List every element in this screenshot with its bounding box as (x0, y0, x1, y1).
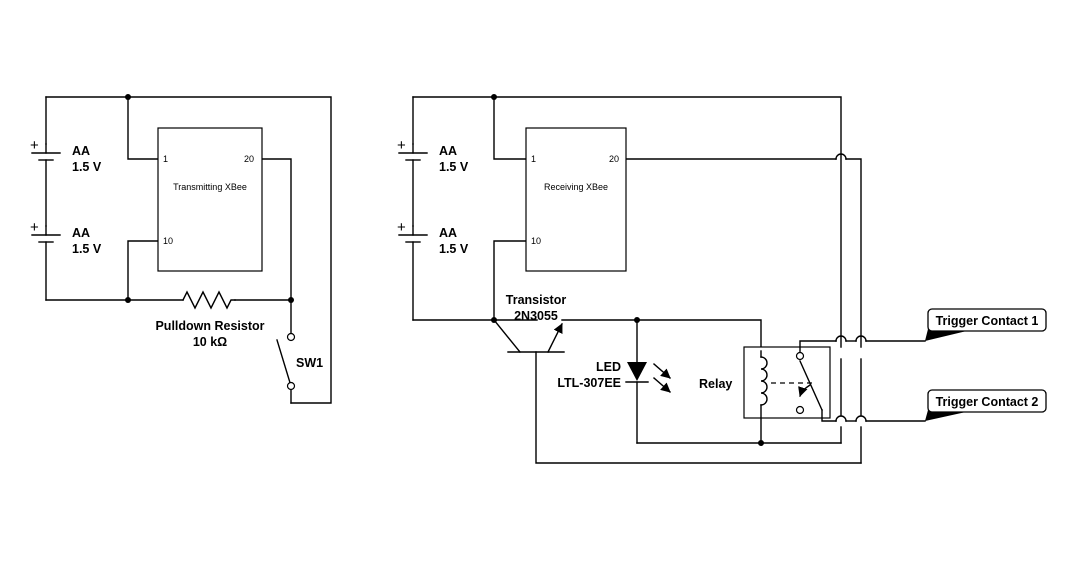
pin-1-label: 1 (163, 154, 168, 164)
led-name: LED (596, 360, 621, 374)
battery-bottom-name: AA (439, 226, 457, 240)
relay-coil-symbol (760, 350, 814, 444)
transistor-name: Transistor (506, 293, 567, 307)
receiving-xbee-module (525, 127, 627, 272)
battery-bottom-voltage: 1.5 V (72, 242, 102, 256)
xbee-label: Receiving XBee (544, 182, 608, 192)
battery-bottom-symbol (398, 225, 428, 243)
pin-20-label: 20 (244, 154, 254, 164)
relay-label: Relay (699, 377, 732, 391)
battery-top-voltage: 1.5 V (72, 160, 102, 174)
xbee-label: Transmitting XBee (173, 182, 247, 192)
battery-bottom-symbol (31, 225, 61, 243)
battery-top-symbol (398, 143, 428, 161)
led-part: LTL-307EE (557, 376, 621, 390)
pulldown-resistor-symbol (182, 290, 236, 310)
pin-10-label: 10 (163, 236, 173, 246)
battery-top-symbol (31, 143, 61, 161)
transistor-part: 2N3055 (514, 309, 558, 323)
battery-top-name: AA (439, 144, 457, 158)
transistor-symbol (493, 319, 762, 353)
transmitter-circuit: + + AA 1.5 V AA 1.5 V 1 10 20 Transmitti… (30, 94, 332, 404)
led-symbol (625, 319, 671, 444)
plus-sign: + (397, 137, 406, 154)
battery-bottom-voltage: 1.5 V (439, 242, 469, 256)
resistor-value: 10 kΩ (193, 335, 227, 349)
trigger-contact-2-callout: Trigger Contact 2 (925, 389, 1047, 421)
transmitting-xbee-module (157, 127, 263, 272)
relay-module (743, 346, 831, 419)
plus-sign: + (30, 137, 39, 154)
plus-sign: + (30, 219, 39, 236)
battery-top-name: AA (72, 144, 90, 158)
trigger-contact-2-label: Trigger Contact 2 (936, 395, 1039, 409)
pin-20-label: 20 (609, 154, 619, 164)
plus-sign: + (397, 219, 406, 236)
relay-contact-symbol (795, 335, 926, 422)
switch-label: SW1 (296, 356, 323, 370)
battery-bottom-name: AA (72, 226, 90, 240)
pin-1-label: 1 (531, 154, 536, 164)
trigger-contact-1-label: Trigger Contact 1 (936, 314, 1039, 328)
trigger-contact-1-callout: Trigger Contact 1 (925, 308, 1047, 341)
battery-top-voltage: 1.5 V (439, 160, 469, 174)
switch-sw1-symbol (276, 332, 296, 391)
pin-10-label: 10 (531, 236, 541, 246)
resistor-name: Pulldown Resistor (155, 319, 264, 333)
receiver-circuit: + + AA 1.5 V AA 1.5 V 1 10 20 Receiving … (397, 94, 1047, 464)
